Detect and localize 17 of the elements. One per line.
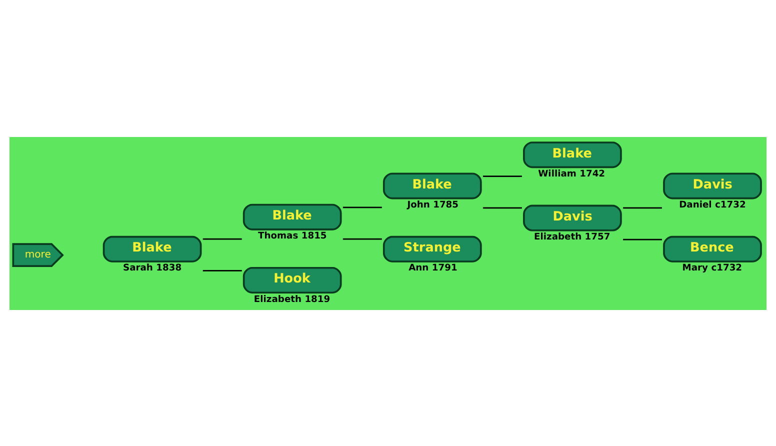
- node-label: Ann 1791: [408, 263, 458, 274]
- node-label: John 1785: [407, 200, 459, 210]
- connector: [342, 206, 382, 208]
- connector: [342, 238, 382, 240]
- node-label: Elizabeth 1819: [254, 294, 330, 304]
- connector: [202, 269, 242, 271]
- node-label: Thomas 1815: [258, 231, 327, 242]
- connector: [623, 206, 662, 208]
- connector: [482, 206, 522, 208]
- node-label: Sarah 1838: [123, 263, 182, 274]
- node-label: Daniel c1732: [679, 200, 746, 210]
- node-label: Mary c1732: [682, 263, 742, 274]
- connector: [482, 175, 522, 177]
- connector: [202, 238, 242, 240]
- node-label: Elizabeth 1757: [534, 232, 610, 242]
- node-label: William 1742: [538, 168, 606, 179]
- connector: [623, 238, 662, 240]
